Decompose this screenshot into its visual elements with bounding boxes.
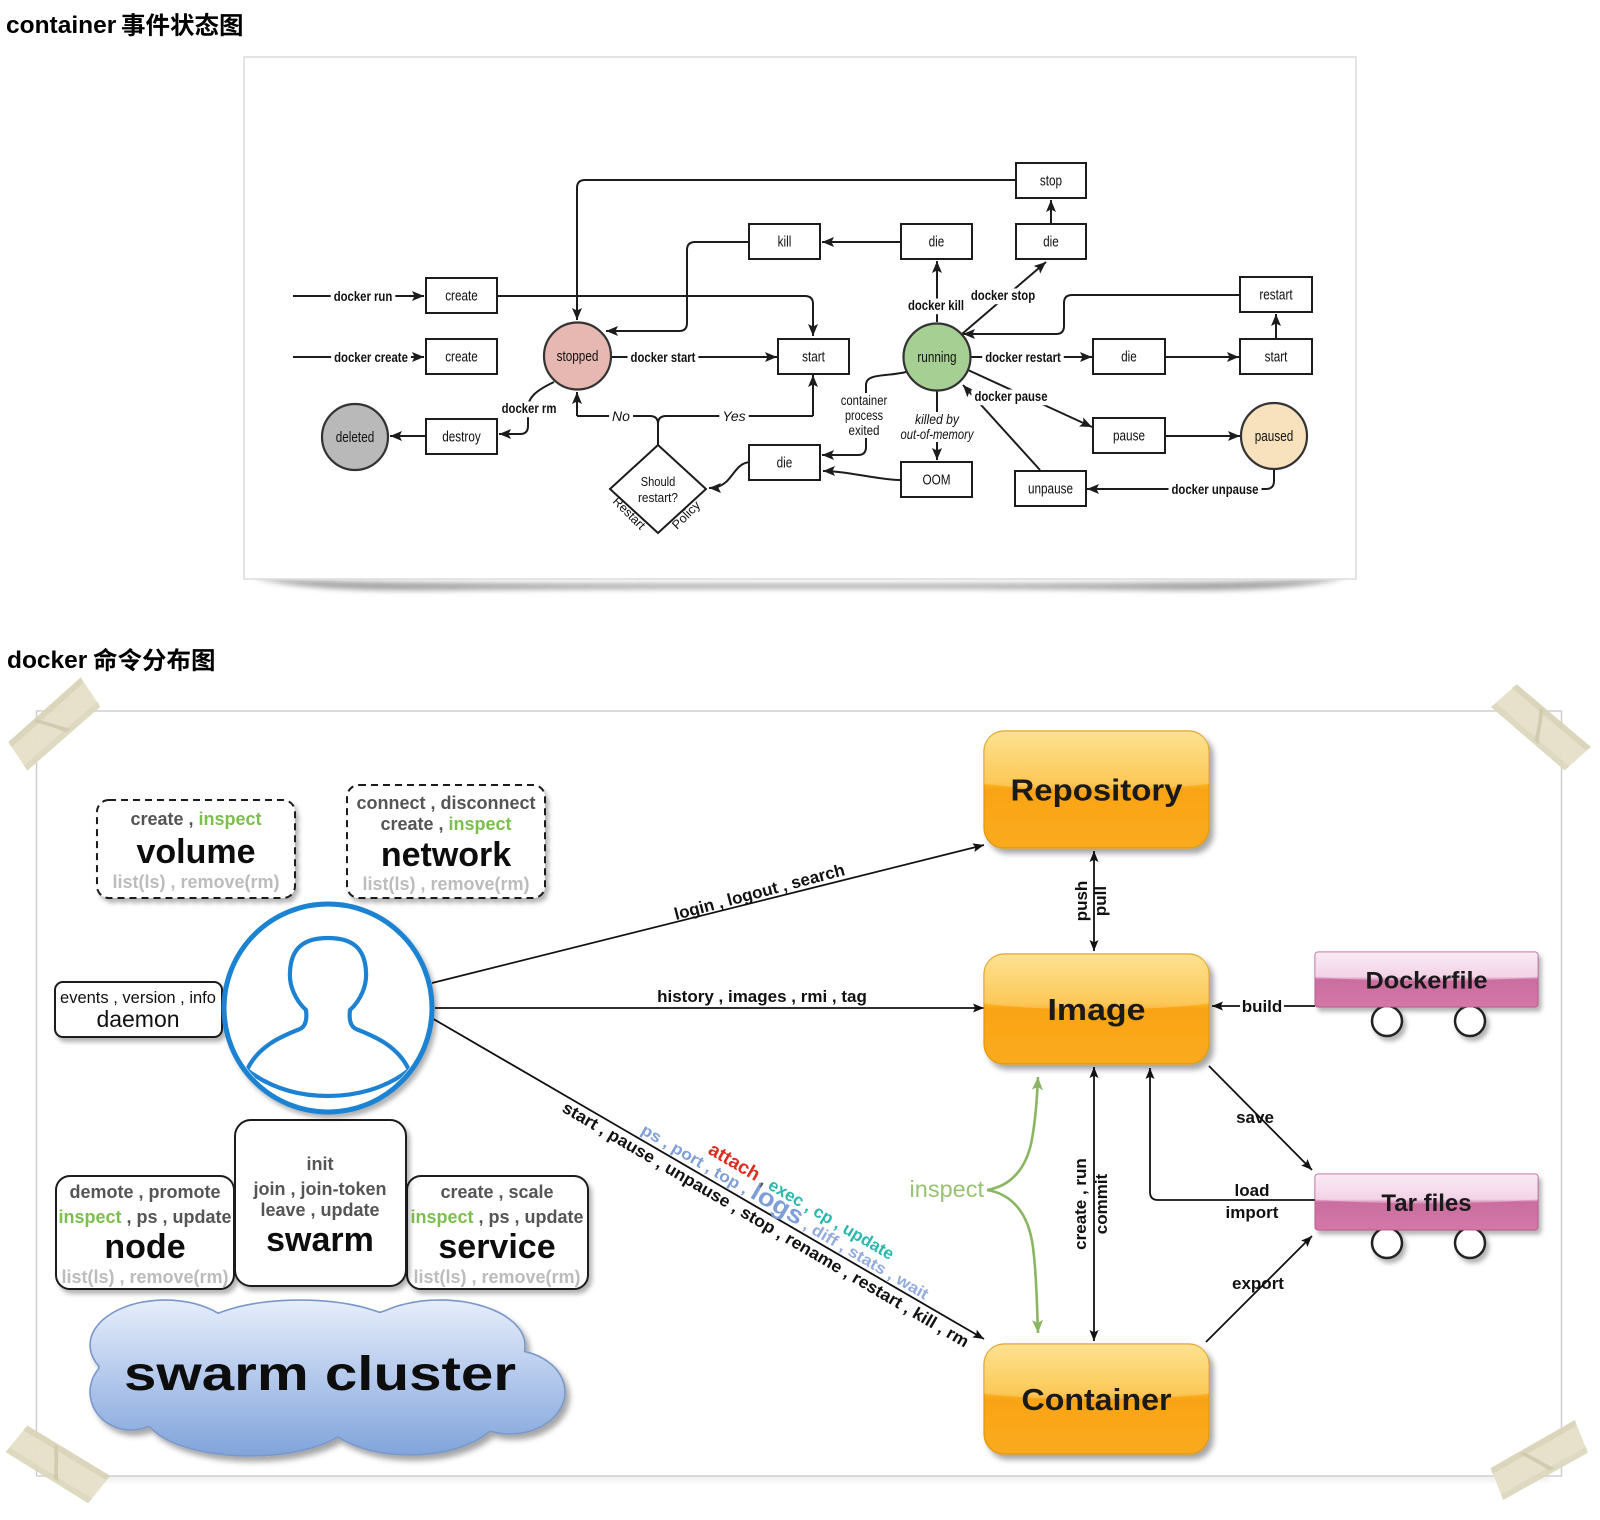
svg-text:Image: Image bbox=[1048, 992, 1146, 1027]
svg-text:save: save bbox=[1236, 1108, 1274, 1127]
svg-text:process: process bbox=[845, 408, 883, 423]
svg-text:Dockerfile: Dockerfile bbox=[1366, 968, 1488, 995]
svg-text:docker run: docker run bbox=[334, 288, 393, 304]
svg-text:die: die bbox=[1043, 235, 1059, 251]
svg-text:connect , disconnect: connect , disconnect bbox=[356, 793, 535, 813]
svg-text:daemon: daemon bbox=[96, 1006, 179, 1032]
svg-text:network: network bbox=[381, 836, 511, 874]
svg-text:container: container bbox=[6, 12, 117, 39]
svg-text:die: die bbox=[777, 456, 793, 472]
svg-text:Container: Container bbox=[1022, 1382, 1172, 1417]
svg-text:out-of-memory: out-of-memory bbox=[901, 427, 975, 442]
svg-text:init: init bbox=[307, 1154, 334, 1174]
svg-text:docker create: docker create bbox=[334, 349, 408, 365]
svg-text:create: create bbox=[445, 350, 478, 366]
svg-text:Repository: Repository bbox=[1011, 773, 1184, 808]
svg-text:Yes: Yes bbox=[722, 408, 745, 424]
svg-text:die: die bbox=[1121, 350, 1137, 366]
svg-text:demote , promote: demote , promote bbox=[69, 1182, 220, 1202]
svg-text:list(ls) , remove(rm): list(ls) , remove(rm) bbox=[61, 1267, 228, 1287]
svg-text:container: container bbox=[841, 393, 888, 408]
svg-text:docker start: docker start bbox=[631, 349, 696, 365]
svg-text:docker restart: docker restart bbox=[985, 349, 1061, 365]
svg-text:kill: kill bbox=[778, 235, 792, 251]
svg-text:inspect: inspect bbox=[910, 1176, 985, 1202]
svg-text:restart?: restart? bbox=[638, 490, 678, 505]
svg-text:leave , update: leave , update bbox=[260, 1200, 379, 1220]
svg-text:Tar files: Tar files bbox=[1381, 1190, 1471, 1217]
svg-text:pause: pause bbox=[1113, 429, 1145, 445]
svg-text:service: service bbox=[438, 1228, 555, 1266]
svg-text:create , inspect: create , inspect bbox=[380, 814, 511, 834]
svg-text:push: push bbox=[1072, 881, 1091, 922]
svg-text:docker pause: docker pause bbox=[974, 388, 1047, 404]
svg-text:import: import bbox=[1226, 1203, 1279, 1222]
svg-text:docker stop: docker stop bbox=[971, 287, 1035, 303]
svg-text:inspect , ps , update: inspect , ps , update bbox=[410, 1207, 583, 1227]
svg-text:deleted: deleted bbox=[336, 430, 375, 446]
svg-text:swarm cluster: swarm cluster bbox=[124, 1348, 516, 1401]
svg-text:swarm: swarm bbox=[266, 1221, 374, 1259]
svg-text:pull: pull bbox=[1091, 886, 1110, 916]
svg-text:volume: volume bbox=[136, 833, 255, 871]
svg-text:node: node bbox=[104, 1228, 185, 1266]
svg-text:export: export bbox=[1232, 1274, 1284, 1293]
svg-text:running: running bbox=[917, 350, 956, 366]
svg-text:create , run: create , run bbox=[1071, 1158, 1090, 1250]
svg-text:list(ls) , remove(rm): list(ls) , remove(rm) bbox=[413, 1267, 580, 1287]
svg-text:create , scale: create , scale bbox=[440, 1182, 553, 1202]
svg-text:restart: restart bbox=[1259, 288, 1292, 304]
svg-text:history , images , rmi , tag: history , images , rmi , tag bbox=[657, 987, 867, 1006]
svg-text:die: die bbox=[929, 235, 945, 251]
svg-text:join , join-token: join , join-token bbox=[253, 1179, 387, 1199]
svg-text:build: build bbox=[1242, 997, 1283, 1016]
svg-text:Should: Should bbox=[641, 474, 676, 489]
svg-text:load: load bbox=[1235, 1181, 1270, 1200]
svg-text:list(ls) , remove(rm): list(ls) , remove(rm) bbox=[362, 874, 529, 894]
svg-text:inspect , ps , update: inspect , ps , update bbox=[58, 1207, 231, 1227]
svg-text:docker rm: docker rm bbox=[502, 400, 557, 416]
svg-text:create , inspect: create , inspect bbox=[130, 809, 261, 829]
svg-text:list(ls) , remove(rm): list(ls) , remove(rm) bbox=[112, 872, 279, 892]
svg-text:destroy: destroy bbox=[442, 430, 481, 446]
svg-text:docker: docker bbox=[7, 647, 88, 674]
svg-text:create: create bbox=[445, 289, 478, 305]
svg-text:docker kill: docker kill bbox=[908, 297, 964, 313]
svg-text:stop: stop bbox=[1040, 174, 1062, 190]
svg-text:start: start bbox=[1265, 350, 1288, 366]
svg-text:paused: paused bbox=[1255, 429, 1294, 445]
svg-text:unpause: unpause bbox=[1028, 482, 1073, 498]
svg-text:OOM: OOM bbox=[922, 473, 950, 489]
svg-text:docker unpause: docker unpause bbox=[1172, 481, 1259, 497]
svg-text:exited: exited bbox=[849, 423, 880, 438]
svg-text:stopped: stopped bbox=[557, 349, 599, 365]
svg-text:killed by: killed by bbox=[915, 412, 960, 427]
svg-text:start: start bbox=[802, 350, 825, 366]
svg-text:commit: commit bbox=[1092, 1173, 1111, 1234]
svg-text:No: No bbox=[612, 408, 630, 424]
svg-text:events , version , info: events , version , info bbox=[60, 989, 216, 1007]
